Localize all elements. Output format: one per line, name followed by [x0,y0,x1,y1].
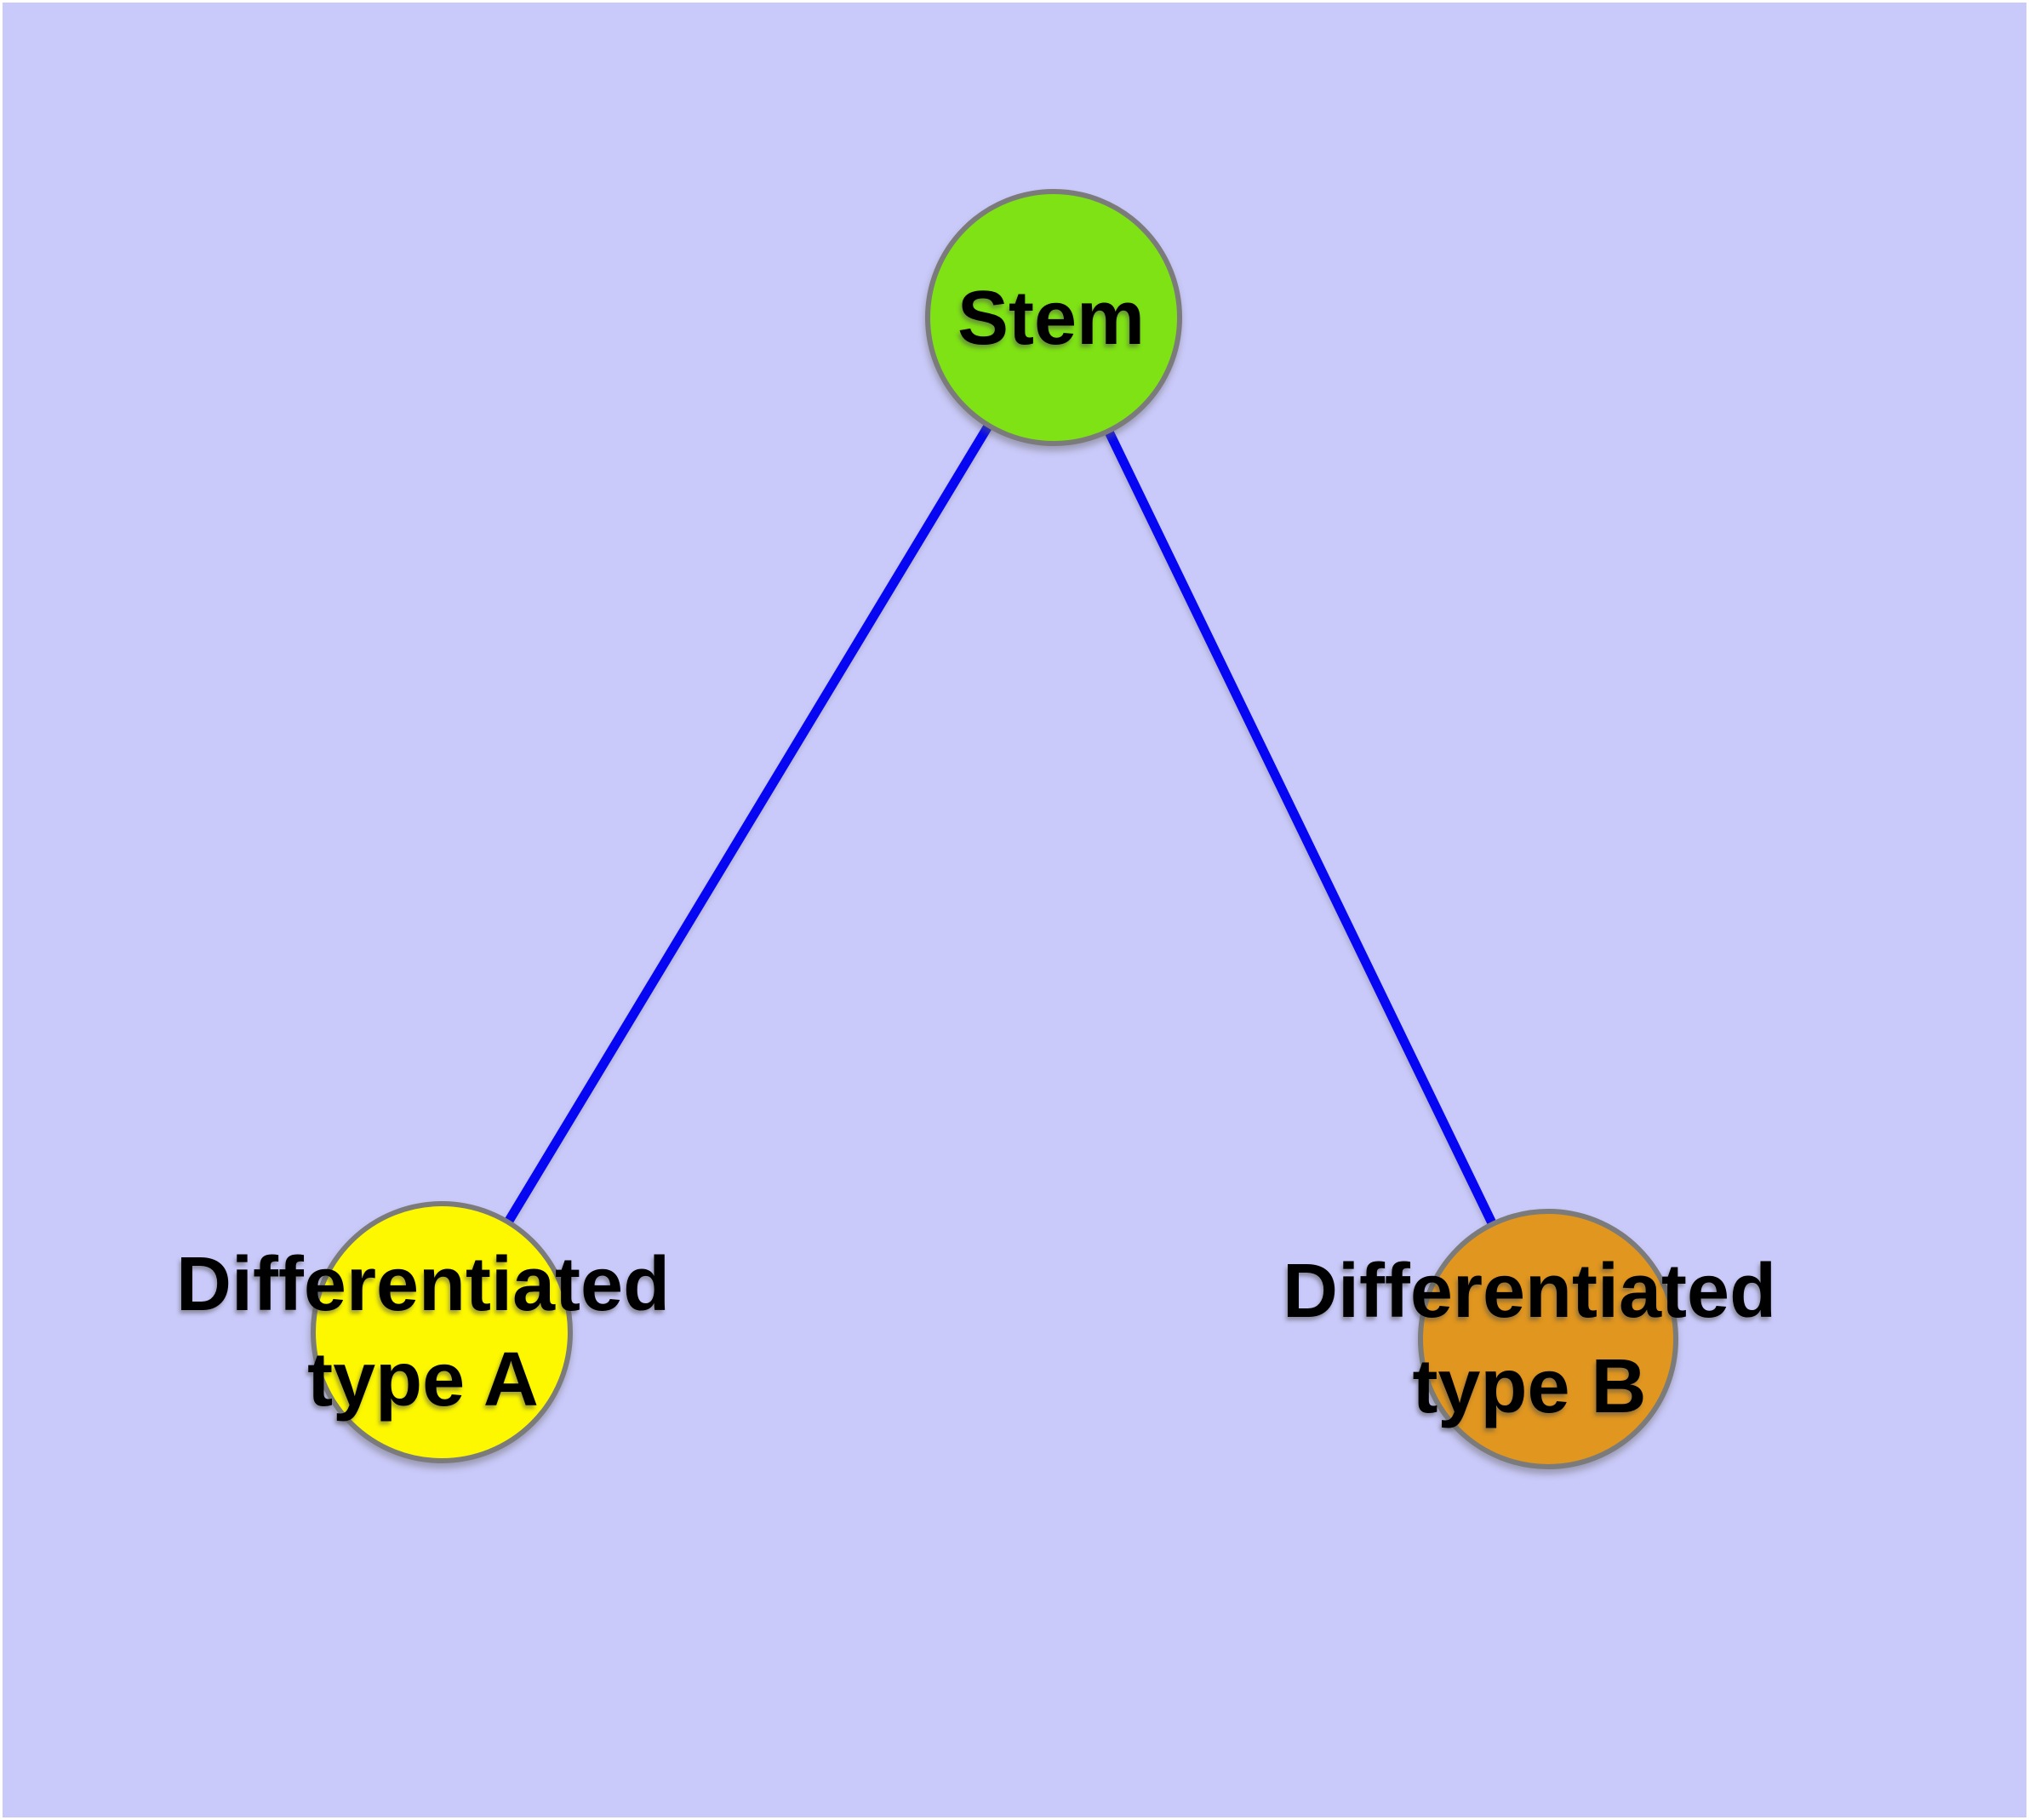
edge-stem-to-differentiated-type-a [437,315,1058,1335]
node-stem [925,189,1182,446]
label-line-2: type A [307,1337,539,1422]
node-differentiated-type-b [1418,1209,1678,1469]
node-differentiated-type-a [311,1201,573,1463]
label-line-2: type B [1412,1344,1647,1429]
node-differentiated-type-b-label: Differentiated type B [1283,1244,1776,1434]
label-line-1: Differentiated [1282,1249,1777,1334]
edge-stem-to-differentiated-type-b [1049,315,1552,1342]
node-stem-label: Stem [957,271,1145,366]
label-line-1: Differentiated [175,1242,671,1327]
node-differentiated-type-a-label: Differentiated type A [176,1237,670,1428]
label-line-1: Stem [957,276,1146,361]
